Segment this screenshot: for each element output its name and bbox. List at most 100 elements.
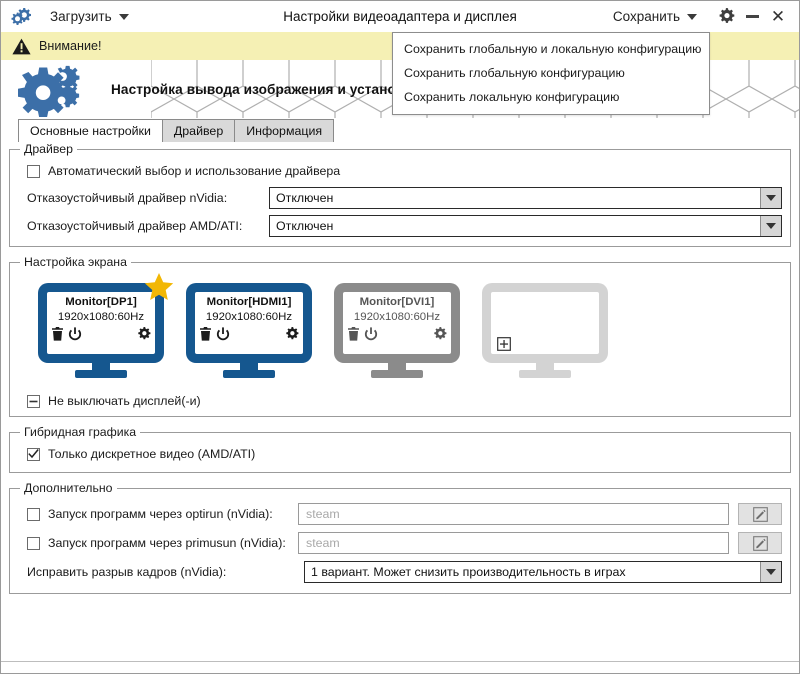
nvidia-driver-row: Отказоустойчивый драйвер nVidia: Отключе… <box>27 187 782 209</box>
chevron-down-icon <box>766 223 776 229</box>
trash-icon[interactable] <box>347 327 360 341</box>
close-button[interactable]: ✕ <box>765 4 791 30</box>
nvidia-driver-dropdown-arrow[interactable] <box>760 188 781 208</box>
monitor-mode: 1920x1080:60Hz <box>353 311 441 323</box>
keep-display-on-row[interactable]: Не выключать дисплей(-и) <box>27 394 782 408</box>
monitor-list: Monitor[DP1] 1920x1080:60Hz <box>18 273 782 384</box>
warning-triangle-icon <box>12 38 31 54</box>
load-menu-label: Загрузить <box>50 9 112 24</box>
checkmark-icon <box>28 449 39 459</box>
auto-driver-label: Автоматический выбор и использование дра… <box>48 164 341 178</box>
primusun-row: Запуск программ через primusun (nVidia):… <box>27 532 782 554</box>
save-dropdown-menu[interactable]: Сохранить глобальную и локальную конфигу… <box>392 32 710 115</box>
screen-setup-legend: Настройка экрана <box>24 255 127 269</box>
load-menu-button[interactable]: Загрузить <box>50 9 129 24</box>
amd-driver-select[interactable]: Отключен <box>269 215 782 237</box>
monitor-card-dp1[interactable]: Monitor[DP1] 1920x1080:60Hz <box>36 273 174 384</box>
optirun-label: Запуск программ через optirun (nVidia): <box>48 507 273 521</box>
add-plus-icon[interactable] <box>497 337 511 351</box>
minimize-icon <box>745 15 759 18</box>
gear-icon[interactable] <box>137 327 151 341</box>
app-gears-icon <box>10 6 36 28</box>
keep-display-on-checkbox[interactable] <box>27 394 40 408</box>
hybrid-graphics-legend: Гибридная графика <box>24 425 137 439</box>
menu-item-save-global-local[interactable]: Сохранить глобальную и локальную конфигу… <box>404 42 702 56</box>
chevron-down-icon <box>118 13 129 20</box>
save-menu-button[interactable]: Сохранить <box>613 9 697 24</box>
trash-icon[interactable] <box>199 327 212 341</box>
auto-driver-row[interactable]: Автоматический выбор и использование дра… <box>27 164 782 178</box>
monitor-name: Monitor[DVI1] <box>359 296 435 308</box>
chevron-down-icon <box>766 569 776 575</box>
minimize-button[interactable] <box>739 4 765 30</box>
discrete-video-row[interactable]: Только дискретное видео (AMD/ATI) <box>27 447 782 461</box>
pencil-square-icon <box>752 535 768 551</box>
tearing-fix-dropdown-arrow[interactable] <box>760 562 781 582</box>
settings-gear-button[interactable] <box>713 4 739 30</box>
monitor-card-hdmi1[interactable]: Monitor[HDMI1] 1920x1080:60Hz <box>184 281 314 384</box>
nvidia-driver-value: Отключен <box>276 191 334 205</box>
monitor-mode: 1920x1080:60Hz <box>205 311 293 323</box>
optirun-input[interactable]: steam <box>298 503 729 525</box>
tearing-fix-select[interactable]: 1 вариант. Может снизить производительно… <box>304 561 782 583</box>
primary-monitor-star-icon <box>144 272 174 306</box>
chevron-down-icon <box>766 195 776 201</box>
title-bar: Загрузить Настройки видеоадаптера и дисп… <box>1 1 799 32</box>
hybrid-graphics-group: Гибридная графика Только дискретное виде… <box>9 425 791 473</box>
power-icon[interactable] <box>364 327 378 341</box>
amd-driver-value: Отключен <box>276 219 334 233</box>
primusun-input-placeholder: steam <box>306 536 340 550</box>
additional-group: Дополнительно Запуск программ через opti… <box>9 481 791 594</box>
status-bar <box>1 661 799 673</box>
monitor-mode: 1920x1080:60Hz <box>57 311 145 323</box>
save-menu-label: Сохранить <box>612 9 680 24</box>
driver-group-legend: Драйвер <box>24 142 73 156</box>
gear-icon[interactable] <box>285 327 299 341</box>
menu-item-save-local[interactable]: Сохранить локальную конфигурацию <box>404 90 620 104</box>
primusun-label: Запуск программ через primusun (nVidia): <box>48 536 286 550</box>
monitor-name: Monitor[HDMI1] <box>206 296 292 308</box>
menu-item-save-global[interactable]: Сохранить глобальную конфигурацию <box>404 66 625 80</box>
nvidia-driver-select[interactable]: Отключен <box>269 187 782 209</box>
titlebar-right-controls: Сохранить ✕ <box>613 4 799 30</box>
amd-driver-row: Отказоустойчивый драйвер AMD/ATI: Отключ… <box>27 215 782 237</box>
close-icon: ✕ <box>770 7 786 26</box>
gear-icon[interactable] <box>433 327 447 341</box>
tearing-fix-label: Исправить разрыв кадров (nVidia): <box>27 565 227 579</box>
optirun-input-placeholder: steam <box>306 507 340 521</box>
chevron-down-icon <box>687 13 697 20</box>
keep-display-on-label: Не выключать дисплей(-и) <box>48 394 201 408</box>
tab-content-main-settings: Драйвер Автоматический выбор и использов… <box>1 142 799 661</box>
nvidia-driver-label: Отказоустойчивый драйвер nVidia: <box>27 191 228 205</box>
trash-icon[interactable] <box>51 327 64 341</box>
power-icon[interactable] <box>216 327 230 341</box>
driver-group: Драйвер Автоматический выбор и использов… <box>9 142 791 247</box>
primusun-checkbox[interactable] <box>27 536 40 550</box>
tab-bar: Основные настройки Драйвер Информация <box>1 118 799 142</box>
banner-gears-icon <box>15 61 107 117</box>
pencil-square-icon <box>752 506 768 522</box>
auto-driver-checkbox[interactable] <box>27 164 40 178</box>
monitor-card-empty[interactable] <box>480 281 610 384</box>
tearing-fix-row: Исправить разрыв кадров (nVidia): 1 вари… <box>27 561 782 583</box>
amd-driver-label: Отказоустойчивый драйвер AMD/ATI: <box>27 219 243 233</box>
tearing-fix-value: 1 вариант. Может снизить производительно… <box>311 565 626 579</box>
discrete-video-label: Только дискретное видео (AMD/ATI) <box>48 447 256 461</box>
discrete-video-checkbox[interactable] <box>27 447 40 461</box>
tab-driver[interactable]: Драйвер <box>161 119 236 142</box>
gear-icon <box>719 8 734 23</box>
tab-information[interactable]: Информация <box>234 119 335 142</box>
power-icon[interactable] <box>68 327 82 341</box>
optirun-checkbox[interactable] <box>27 507 40 521</box>
tab-main-settings[interactable]: Основные настройки <box>18 119 163 142</box>
additional-legend: Дополнительно <box>24 481 113 495</box>
monitor-card-dvi1[interactable]: Monitor[DVI1] 1920x1080:60Hz <box>332 281 462 384</box>
optirun-row: Запуск программ через optirun (nVidia): … <box>27 503 782 525</box>
optirun-edit-button[interactable] <box>738 503 782 525</box>
amd-driver-dropdown-arrow[interactable] <box>760 216 781 236</box>
primusun-input[interactable]: steam <box>298 532 729 554</box>
monitor-icon <box>482 283 608 378</box>
warning-text: Внимание! <box>39 39 102 53</box>
primusun-edit-button[interactable] <box>738 532 782 554</box>
